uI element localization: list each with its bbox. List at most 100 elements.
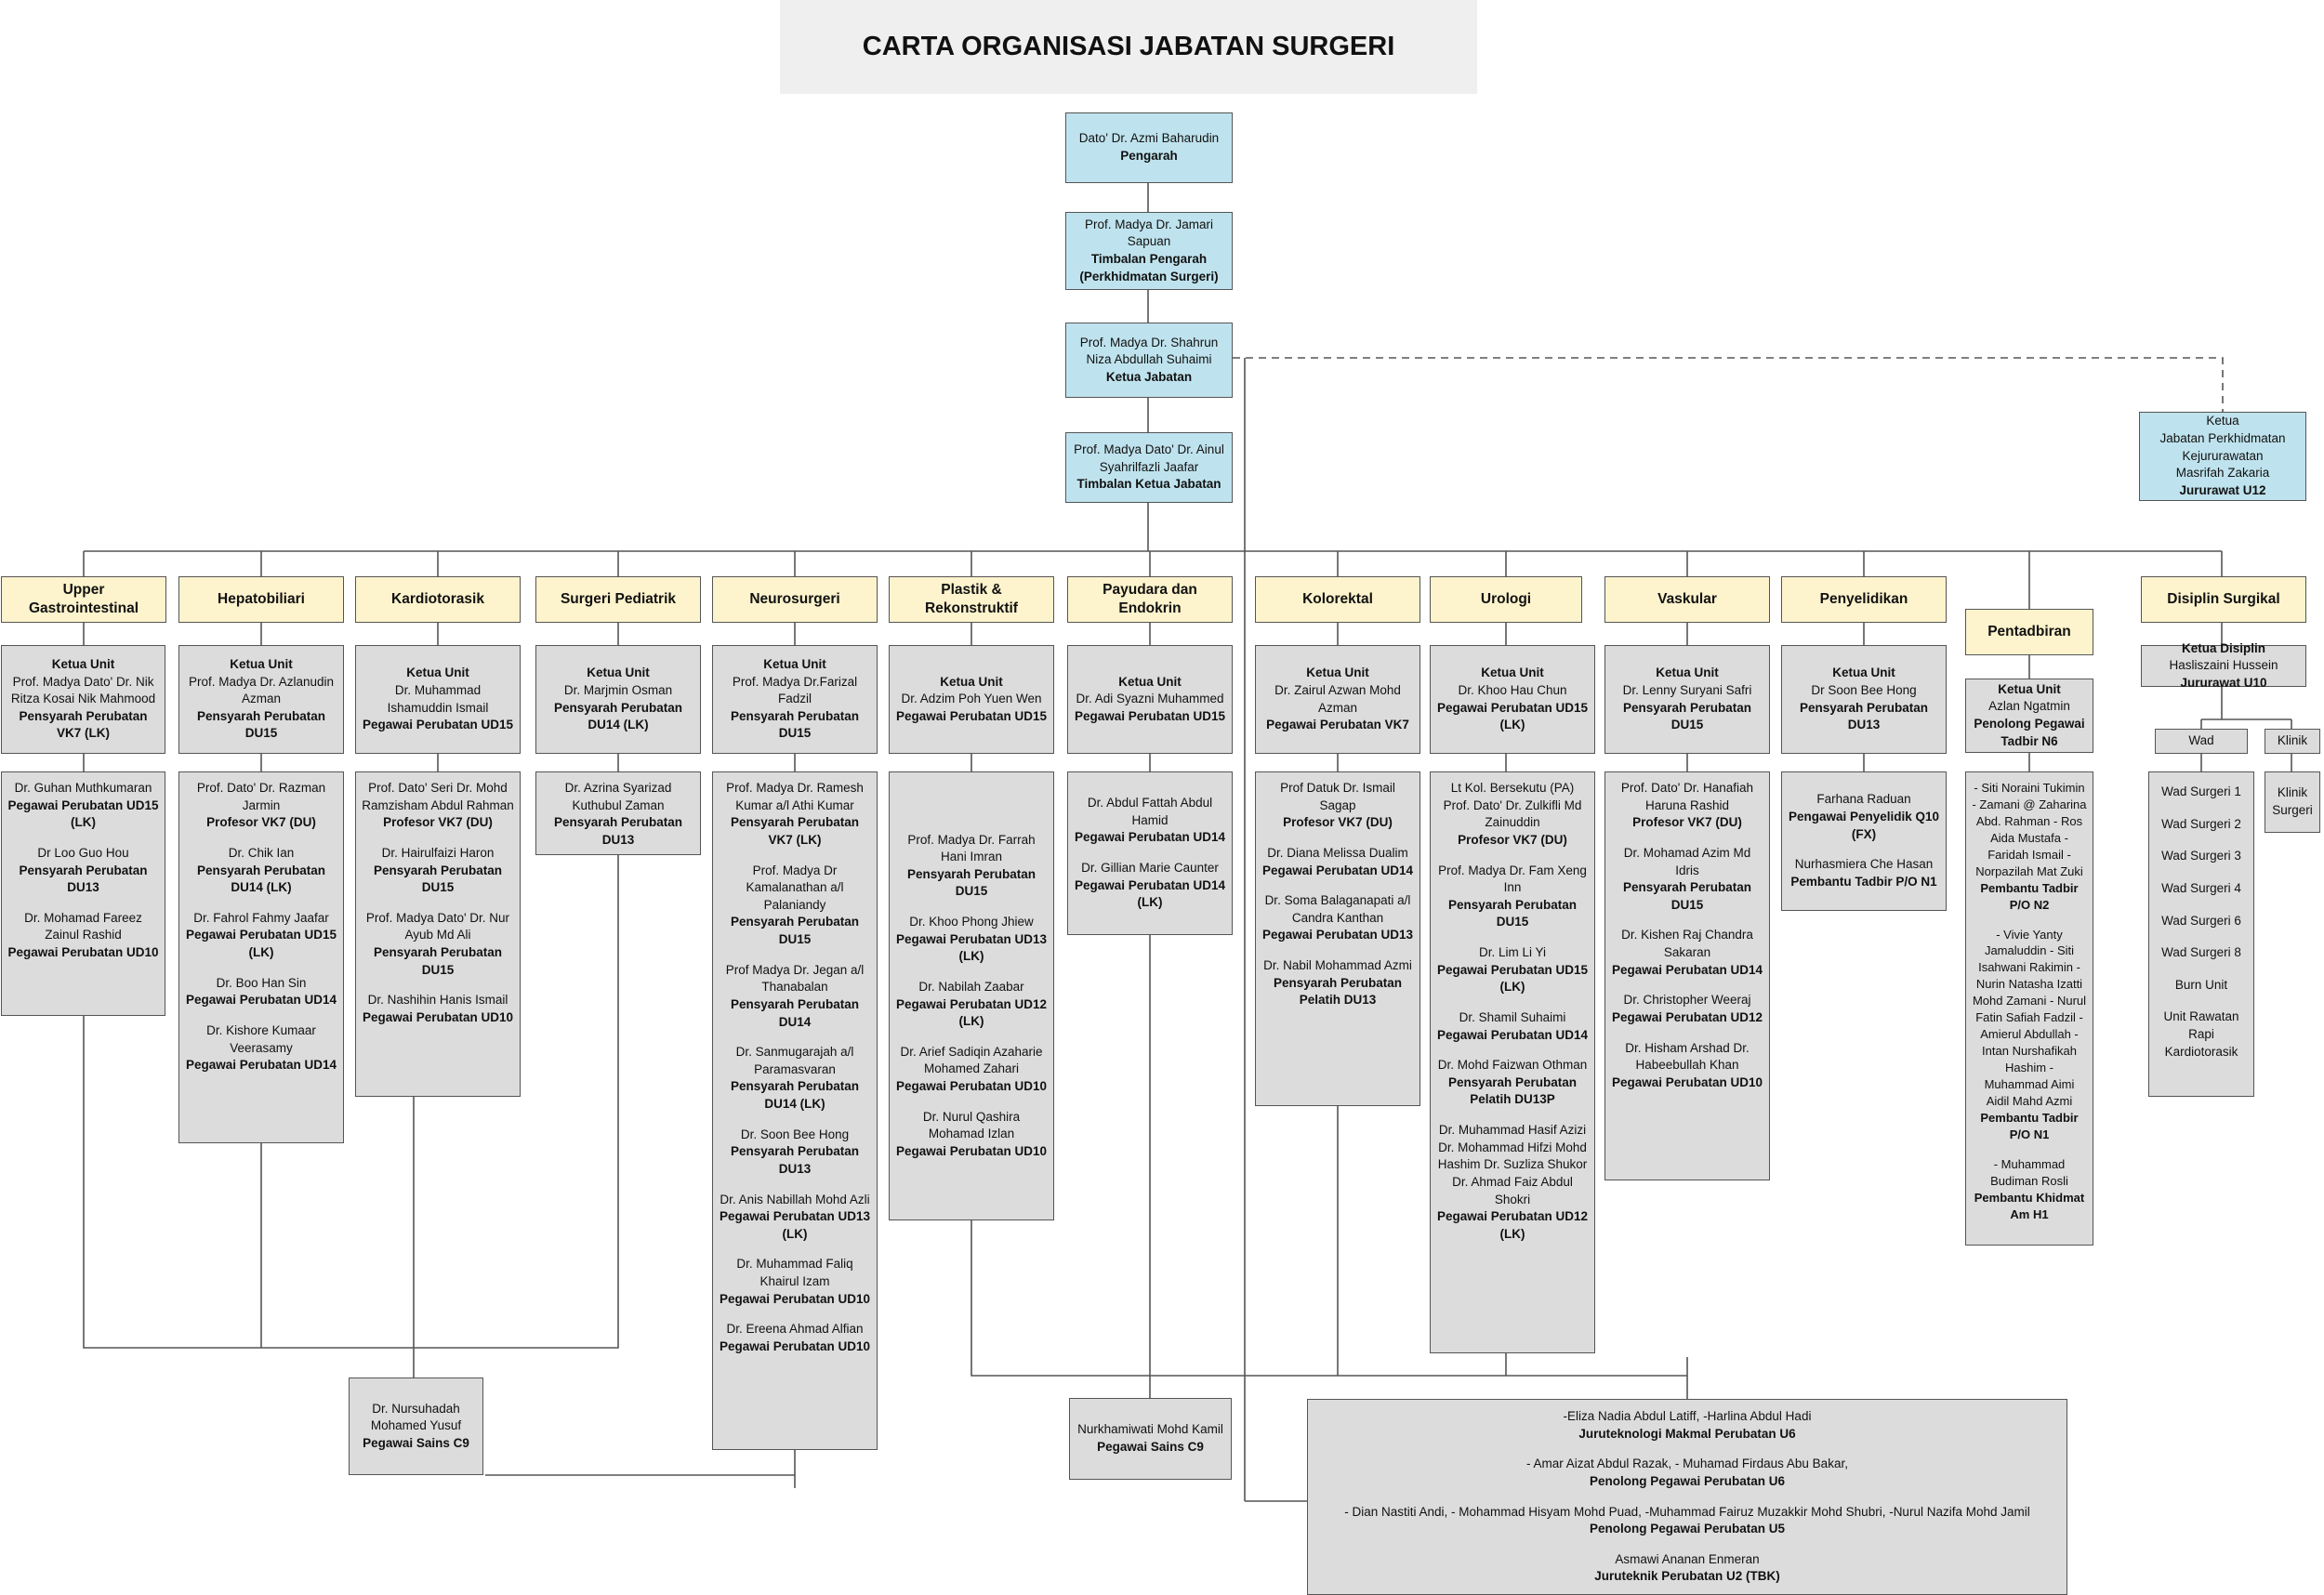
unit-name: Urologi (1480, 590, 1532, 607)
unit-head-box: Ketua Unit Dr. Adzim Poh Yuen Wen Pegawa… (889, 645, 1054, 754)
staff-name: Dr. Nurul Qashira Mohamad Izlan (922, 1109, 1021, 1141)
staff-name: Dr. Guhan Muthkumaran (14, 781, 152, 795)
ward-item: Burn Unit (2174, 977, 2228, 992)
staff-name: Dr. Hisham Arshad Dr. Habeebullah Khan (1625, 1040, 1750, 1073)
ward-item: Wad Surgeri 2 (2161, 816, 2241, 831)
head-name: Dr. Lenny Suryani Safri (1622, 682, 1752, 697)
unit-head-box: Ketua Unit Dr. Marjmin Osman Pensyarah P… (535, 645, 701, 754)
head-label: Ketua Unit (940, 674, 1003, 689)
staff-name: Dr. Mohamad Fareez Zainul Rashid (24, 910, 142, 942)
support-names: - Amar Aizat Abdul Razak, - Muhamad Fird… (1526, 1457, 1848, 1471)
head-name: Dr. Adzim Poh Yuen Wen (901, 692, 1042, 706)
staff-role: Pensyarah Perubatan DU13 (19, 863, 148, 895)
chart-title: CARTA ORGANISASI JABATAN SURGERI (780, 0, 1477, 94)
klinik-box: Klinik Surgeri (2265, 771, 2320, 833)
staff-name: Dr. Anis Nabillah Mohd Azli (720, 1192, 870, 1206)
staff-role: Pembantu Tadbir P/O N2 (1980, 880, 2079, 912)
staff-role: Pegawai Sains C9 (363, 1435, 469, 1450)
staff-role: Pembantu Tadbir P/O N1 (1790, 874, 1937, 889)
staff-role: Profesor VK7 (DU) (383, 815, 493, 830)
head-label: Ketua Unit (406, 666, 469, 680)
staff-role: Profesor VK7 (DU) (1632, 815, 1742, 830)
head-name: Dr. Zairul Azwan Mohd Azman (1274, 682, 1401, 715)
staff-role: Pensyarah Perubatan DU14 (LK) (730, 1079, 860, 1111)
staff-role: Pegawai Perubatan UD12 (LK) (1436, 1209, 1589, 1241)
ketua-jabatan-box: Prof. Madya Dr. Shahrun Niza Abdullah Su… (1065, 323, 1233, 398)
unit-header-neurosurgeri: Neurosurgeri (712, 576, 878, 623)
staff-name: Dr. Arief Sadiqin Azaharie Mohamed Zahar… (900, 1044, 1043, 1076)
unit-staff-box: Prof Datuk Dr. Ismail Sagap Profesor VK7… (1255, 771, 1420, 1106)
staff-role: Pegawai Perubatan UD13 (LK) (895, 931, 1048, 964)
head-role: Penolong Pegawai Tadbir N6 (1974, 717, 2085, 748)
staff-role: Pegawai Perubatan UD10 (895, 1079, 1048, 1093)
pengarah-role: Pengarah (1120, 149, 1178, 163)
staff-name: Prof. Dato' Dr. Hanafiah Haruna Rashid (1620, 781, 1754, 812)
staff-name: Prof. Madya Dr Kamalanathan a/l Palanian… (746, 863, 844, 912)
timbalan-ketua-role: Timbalan Ketua Jabatan (1076, 477, 1221, 492)
staff-role: Pegawai Perubatan UD10 (1611, 1074, 1763, 1089)
wards-box: Wad Surgeri 1 Wad Surgeri 2 Wad Surgeri … (2148, 771, 2254, 1097)
unit-head-box: Ketua Unit Prof. Madya Dr. Azlanudin Azm… (178, 645, 344, 754)
unit-staff-box: Dr. Guhan Muthkumaran Pegawai Perubatan … (1, 771, 165, 1016)
staff-name: Dr Loo Guo Hou (37, 845, 129, 860)
staff-role: Pegawai Perubatan UD10 (362, 1009, 514, 1024)
staff-name: Prof. Dato' Seri Dr. Mohd Ramzisham Abdu… (362, 781, 514, 812)
kejururawatan-dept: Jabatan Perkhidmatan Kejururawatan (2159, 431, 2286, 463)
support-names: - Dian Nastiti Andi, - Mohammad Hisyam M… (1344, 1504, 2030, 1519)
unit-header-urologi: Urologi (1430, 576, 1582, 623)
staff-name: Dr. Mohamad Azim Md Idris (1623, 845, 1751, 877)
staff-role: Pegawai Perubatan UD12 (1611, 1009, 1763, 1024)
staff-name: - Siti Noraini Tukimin - Zamani @ Zahari… (1972, 781, 2087, 878)
head-role: Pegawai Perubatan VK7 (1266, 718, 1409, 732)
nursuhadah-box: Dr. Nursuhadah Mohamed Yusuf Pegawai Sai… (349, 1378, 483, 1475)
unit-name: Surgeri Pediatrik (560, 590, 677, 607)
unit-staff-box: Prof. Dato' Seri Dr. Mohd Ramzisham Abdu… (355, 771, 521, 1097)
staff-name: - Vivie Yanty Jamaluddin - Siti Isahwani… (1972, 927, 2087, 1108)
head-label: Ketua Unit (51, 656, 115, 671)
staff-name: Prof. Madya Dr. Ramesh Kumar a/l Athi Ku… (726, 781, 864, 812)
staff-name: Prof. Dato' Dr. Razman Jarmin (196, 781, 326, 812)
klinik-label: Klinik (2277, 733, 2308, 748)
staff-role: Profesor VK7 (DU) (1458, 832, 1567, 847)
unit-name: Kardiotorasik (391, 590, 484, 607)
unit-header-pentadbiran: Pentadbiran (1965, 609, 2093, 655)
staff-role: Pegawai Perubatan UD13 (1261, 928, 1414, 942)
head-role: Pegawai Perubatan UD15 (LK) (1436, 700, 1589, 732)
staff-name: Dr. Mohd Faizwan Othman (1437, 1058, 1588, 1073)
unit-head-box: Ketua Unit Azlan Ngatmin Penolong Pegawa… (1965, 679, 2093, 753)
head-name: Dr. Khoo Hau Chun (1458, 682, 1567, 697)
kejururawatan-name: Masrifah Zakaria (2175, 466, 2270, 481)
head-label: Ketua Unit (763, 656, 826, 671)
head-role: Pensyarah Perubatan DU15 (196, 708, 326, 741)
staff-name: Dr. Shamil Suhaimi (1459, 1009, 1566, 1024)
unit-header-plastik: Plastik & Rekonstruktif (889, 576, 1054, 623)
unit-staff-box: - Siti Noraini Tukimin - Zamani @ Zahari… (1965, 771, 2093, 1246)
support-role: Juruteknologi Makmal Perubatan U6 (1578, 1426, 1796, 1441)
head-role: Pensyarah Perubatan VK7 (LK) (19, 708, 148, 741)
staff-role: Pensyarah Perubatan DU14 (730, 996, 860, 1029)
timbalan-ketua-name: Prof. Madya Dato' Dr. Ainul Syahrilfazli… (1074, 442, 1224, 474)
staff-name: Dr. Muhammad Faliq Khairul Izam (736, 1257, 853, 1288)
pengarah-box: Dato' Dr. Azmi Baharudin Pengarah (1065, 112, 1233, 183)
staff-name: Nurkhamiwati Mohd Kamil (1077, 1422, 1223, 1437)
head-name: Prof. Madya Dr. Azlanudin Azman (188, 674, 335, 706)
staff-name: Prof. Madya Dato' Dr. Nur Ayub Md Ali (365, 910, 510, 942)
unit-head-box: Ketua Disiplin Hasliszaini Hussein Jurur… (2141, 641, 2306, 690)
unit-head-box: Ketua Unit Prof. Madya Dr.Farizal Fadzil… (712, 645, 878, 754)
unit-head-box: Ketua Unit Dr. Zairul Azwan Mohd Azman P… (1255, 645, 1420, 754)
staff-role: Pensyarah Perubatan DU15 (373, 945, 503, 977)
staff-name: Lt Kol. Bersekutu (PA) Prof. Dato' Dr. Z… (1443, 781, 1582, 830)
unit-name: Pentadbiran (1987, 623, 2071, 639)
unit-name: Kolorektal (1302, 590, 1373, 607)
unit-name: Upper Gastrointestinal (29, 581, 139, 616)
head-name: Azlan Ngatmin (1988, 699, 2070, 714)
kejururawatan-label: Ketua (2206, 414, 2239, 428)
pengarah-name: Dato' Dr. Azmi Baharudin (1078, 131, 1220, 146)
staff-role: Pensyarah Perubatan DU14 (LK) (196, 863, 326, 895)
staff-name: Dr. Azrina Syarizad Kuthubul Zaman (564, 781, 672, 812)
unit-head-box: Ketua Unit Dr. Adi Syazni Muhammed Pegaw… (1067, 645, 1233, 754)
head-role: Pegawai Perubatan UD15 (1074, 708, 1226, 723)
staff-role: Pegawai Perubatan UD14 (1436, 1027, 1589, 1042)
unit-header-surgeri-pediatrik: Surgeri Pediatrik (535, 576, 701, 623)
